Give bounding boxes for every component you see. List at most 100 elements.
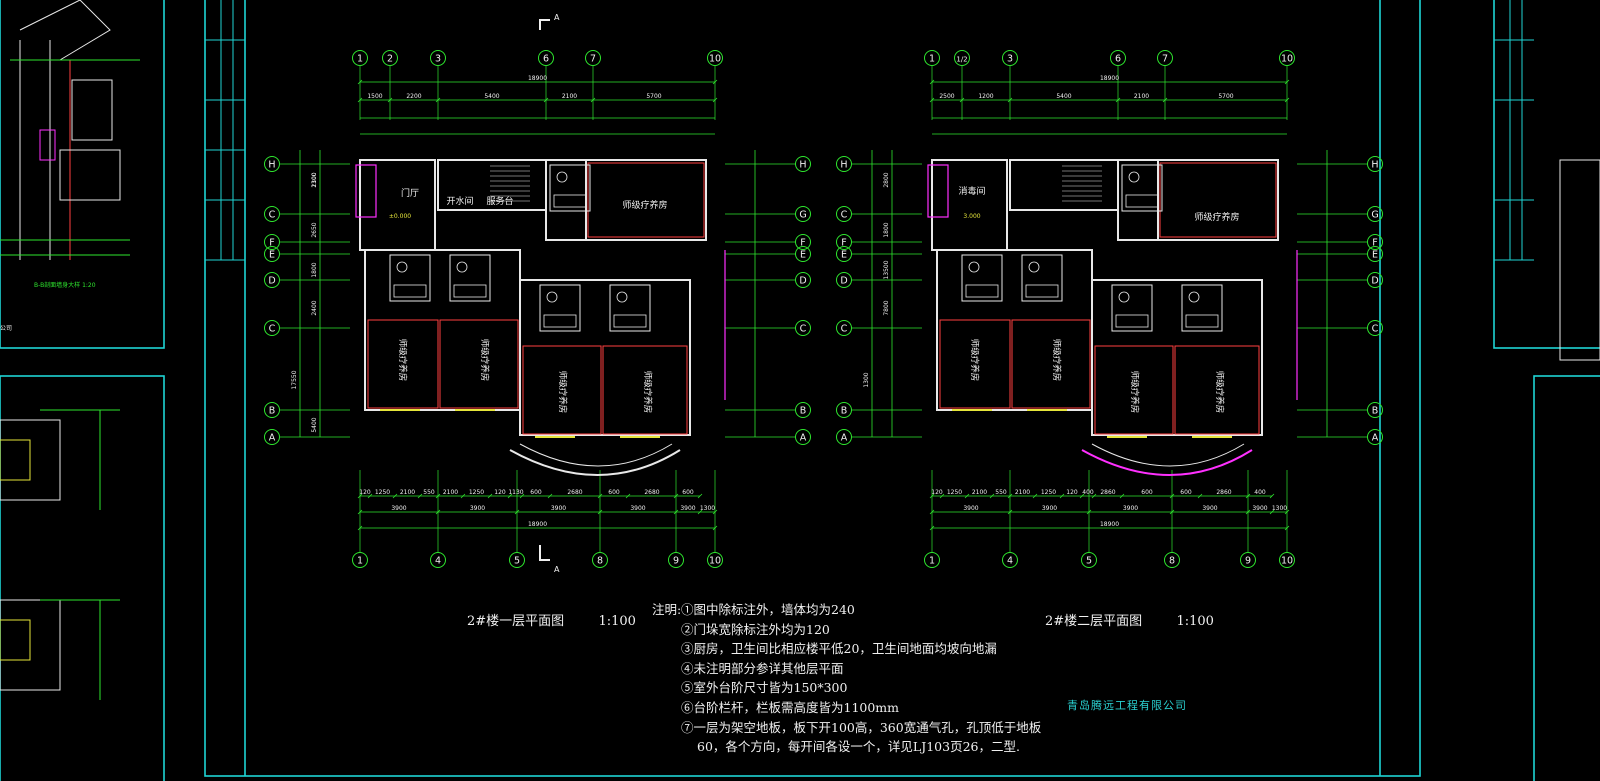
dim-bottom-row1-value: 400 bbox=[1254, 489, 1266, 496]
dim-left-value: 17550 bbox=[291, 370, 298, 389]
axis-bubble-bottom-label: 5 bbox=[1086, 556, 1092, 567]
wall-block bbox=[519, 279, 691, 436]
axis-bubble-right-circle bbox=[795, 206, 811, 222]
axis-bubble-right-circle bbox=[795, 402, 811, 418]
dim-top-row1-tick bbox=[1162, 97, 1168, 103]
dim-bottom-row1-tick bbox=[1079, 493, 1085, 499]
note-item: ①图中除标注外，墙体均为240 bbox=[681, 602, 855, 617]
axis-bubble-bottom-label: 8 bbox=[1169, 556, 1175, 567]
bathroom-block bbox=[389, 254, 431, 302]
dim-bottom-row1-tick bbox=[417, 493, 423, 499]
dim-bottom-row1-tick bbox=[939, 493, 945, 499]
axis-bubble-left-circle bbox=[264, 429, 280, 445]
dim-left-value: 2100 bbox=[311, 172, 318, 187]
dim-top-row1-value: 2100 bbox=[1134, 93, 1149, 100]
dim-bottom-row1-value: 600 bbox=[608, 489, 620, 496]
dim-top-row1-value: 2200 bbox=[406, 93, 421, 100]
company-name: 青岛腾远工程有限公司 bbox=[1067, 699, 1187, 712]
bathroom-block bbox=[1181, 284, 1223, 332]
accent-frame bbox=[927, 164, 949, 218]
dim-top-overall-tick bbox=[1284, 79, 1290, 85]
axis-bubble-top-label: 7 bbox=[590, 54, 596, 65]
axis-bubble-top-circle bbox=[585, 50, 601, 66]
sink-fixture bbox=[396, 261, 408, 273]
dim-left-value: 1800 bbox=[311, 262, 318, 277]
axis-bubble-top-circle bbox=[1157, 50, 1173, 66]
dim-bottom-row2-tick bbox=[697, 509, 703, 515]
axis-bubble-bottom-circle bbox=[1081, 552, 1097, 568]
axis-bubble-top-circle bbox=[924, 50, 940, 66]
axis-bubble-right-circle bbox=[1367, 234, 1383, 250]
dim-bottom-row2-tick bbox=[1269, 509, 1275, 515]
dim-bottom-row1-tick bbox=[697, 493, 703, 499]
dim-bottom-overall-tick bbox=[357, 525, 363, 531]
dim-bottom-row2-value: 3900 bbox=[551, 505, 566, 512]
axis-bubble-right-circle bbox=[795, 320, 811, 336]
axis-bubble-left-label: C bbox=[841, 324, 848, 335]
dim-bottom-row1-tick bbox=[547, 493, 553, 499]
sink-fixture bbox=[616, 291, 628, 303]
dim-top-row1-tick bbox=[1007, 97, 1013, 103]
dim-bottom-row1-tick bbox=[1059, 493, 1065, 499]
dim-bottom-row1-value: 600 bbox=[530, 489, 542, 496]
room-outline bbox=[522, 345, 602, 435]
dim-bottom-row1-tick bbox=[507, 493, 513, 499]
dim-top-row1-value: 2500 bbox=[939, 93, 954, 100]
dim-left-value: 1800 bbox=[883, 222, 890, 237]
dim-bottom-row1-value: 550 bbox=[423, 489, 435, 496]
dim-top-row1-tick bbox=[1284, 97, 1290, 103]
dim-bottom-row2-tick bbox=[1169, 509, 1175, 515]
sink-fixture bbox=[1188, 291, 1200, 303]
dim-top-overall-tick bbox=[357, 79, 363, 85]
axis-bubble-top-circle bbox=[707, 50, 723, 66]
dim-bottom-row2-tick bbox=[357, 509, 363, 515]
dim-bottom-row2-tick bbox=[1245, 509, 1251, 515]
axis-bubble-bottom-label: 8 bbox=[597, 556, 603, 567]
dim-top-overall-tick bbox=[712, 79, 718, 85]
section-mark-bottom-label: A bbox=[554, 565, 560, 574]
axis-bubble-right-label: G bbox=[799, 210, 806, 221]
sink-fixture bbox=[456, 261, 468, 273]
dim-left-value: 1300 bbox=[311, 172, 318, 187]
dim-top-row1-value: 2100 bbox=[562, 93, 577, 100]
room-label: 师级疗养房 bbox=[1051, 339, 1062, 382]
note-item: ⑥台阶栏杆，栏板需高度皆为1100mm bbox=[681, 699, 900, 715]
axis-bubble-right-label: E bbox=[1372, 250, 1378, 261]
balcony-arc-inner bbox=[1091, 443, 1245, 467]
dim-top-row1-value: 5400 bbox=[484, 93, 499, 100]
dim-top-row1-tick bbox=[959, 97, 965, 103]
axis-bubble-top-label: 6 bbox=[543, 54, 549, 65]
dim-left-value: 2400 bbox=[311, 300, 318, 315]
axis-bubble-left-circle bbox=[264, 234, 280, 250]
stair bbox=[1062, 165, 1102, 202]
dim-bottom-row1-tick bbox=[929, 493, 935, 499]
axis-bubble-right-circle bbox=[1367, 156, 1383, 172]
axis-bubble-top-label: 7 bbox=[1162, 54, 1168, 65]
accent-frame bbox=[355, 164, 377, 218]
dim-left-value: 7800 bbox=[883, 300, 890, 315]
dim-bottom-row2-tick bbox=[673, 509, 679, 515]
room-outline bbox=[1094, 345, 1174, 435]
axis-bubble-top-circle bbox=[1279, 50, 1295, 66]
axis-bubble-bottom-label: 5 bbox=[514, 556, 520, 567]
plan-1-title: 2#楼一层平面图 1:100 bbox=[467, 610, 636, 629]
axis-bubble-right-circle bbox=[1367, 272, 1383, 288]
room-label: 师级疗养房 bbox=[1129, 371, 1140, 414]
axis-bubble-right-label: E bbox=[800, 250, 806, 261]
axis-bubble-right-circle bbox=[795, 246, 811, 262]
plan-1-title-text: 2#楼一层平面图 bbox=[467, 614, 565, 629]
left-detail-caption: B-B剖面墙身大样 1:20 bbox=[34, 281, 96, 289]
axis-bubble-bottom-circle bbox=[707, 552, 723, 568]
axis-bubble-left-circle bbox=[836, 272, 852, 288]
dim-bottom-row1-tick bbox=[1269, 493, 1275, 499]
axis-bubble-right-circle bbox=[1367, 320, 1383, 336]
axis-bubble-left-label: H bbox=[268, 160, 275, 171]
room-outline bbox=[939, 319, 1011, 409]
axis-bubble-right-circle bbox=[795, 429, 811, 445]
dim-left-value: 5400 bbox=[311, 417, 318, 432]
wall-block bbox=[1009, 159, 1119, 211]
axis-bubble-bottom-circle bbox=[668, 552, 684, 568]
dim-bottom-row1-value: 2100 bbox=[443, 489, 458, 496]
